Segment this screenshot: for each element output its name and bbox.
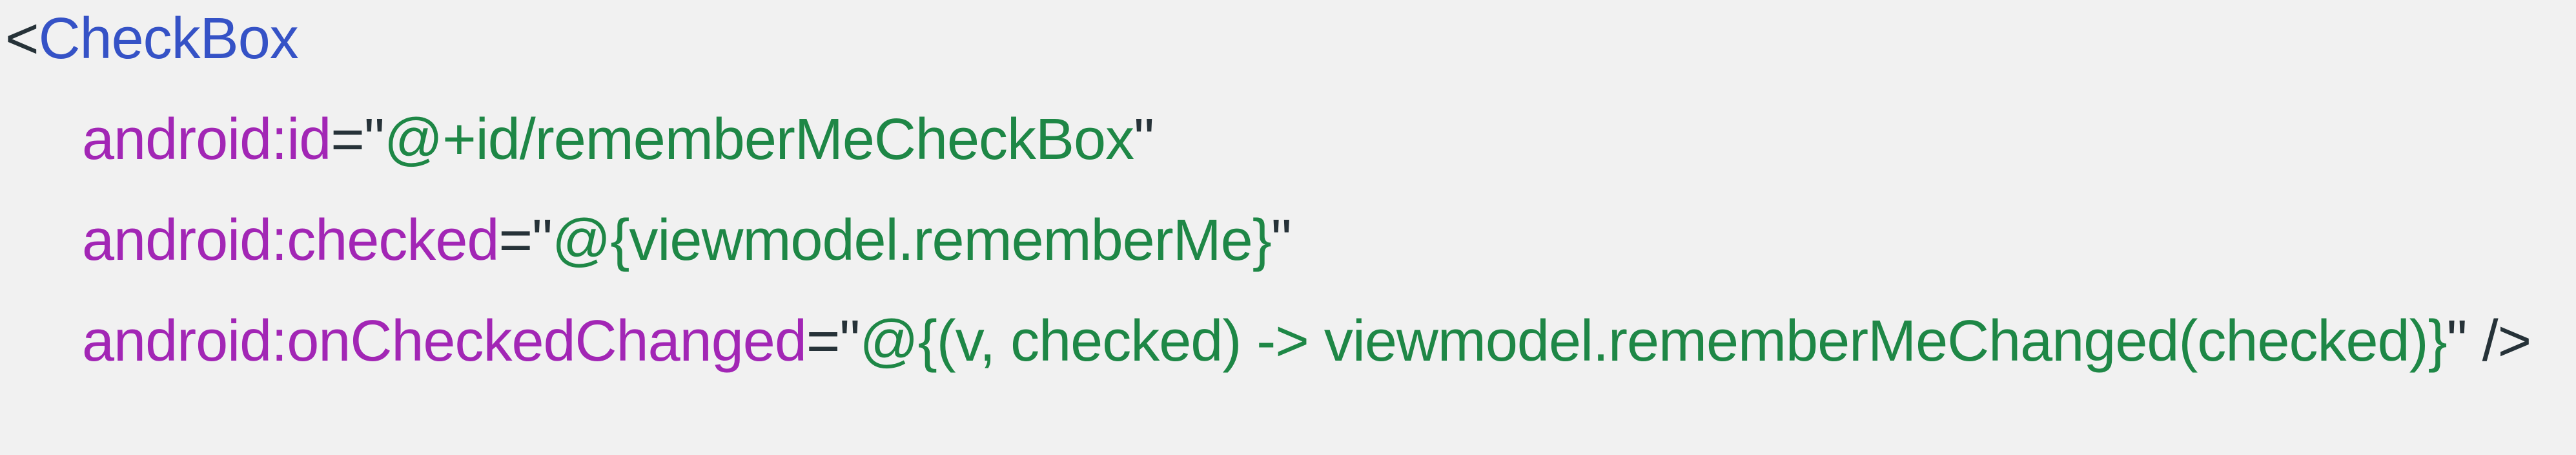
token-punctuation: " (1134, 107, 1154, 172)
token-value: @{viewmodel.rememberMe} (551, 208, 1272, 273)
code-line-3: android:checked="@{viewmodel.rememberMe}… (5, 190, 2576, 291)
token-punctuation: =" (331, 107, 385, 172)
token-attribute: android:checked (82, 208, 499, 273)
token-value: @+id/rememberMeCheckBox (383, 107, 1134, 172)
token-punctuation: =" (498, 208, 553, 273)
token-attribute: android:onCheckedChanged (82, 309, 807, 374)
token-attribute: android:id (82, 107, 331, 172)
token-punctuation: " /> (2446, 309, 2532, 374)
token-punctuation: " (1271, 208, 1292, 273)
code-line-4: android:onCheckedChanged="@{(v, checked)… (5, 291, 2576, 392)
token-value: @{(v, checked) -> viewmodel.rememberMeCh… (859, 309, 2447, 374)
code-line-1: <CheckBox (5, 0, 2576, 89)
token-punctuation: =" (806, 309, 861, 374)
token-punctuation: < (5, 6, 39, 71)
code-line-2: android:id="@+id/rememberMeCheckBox" (5, 89, 2576, 190)
token-tag: CheckBox (38, 6, 299, 71)
